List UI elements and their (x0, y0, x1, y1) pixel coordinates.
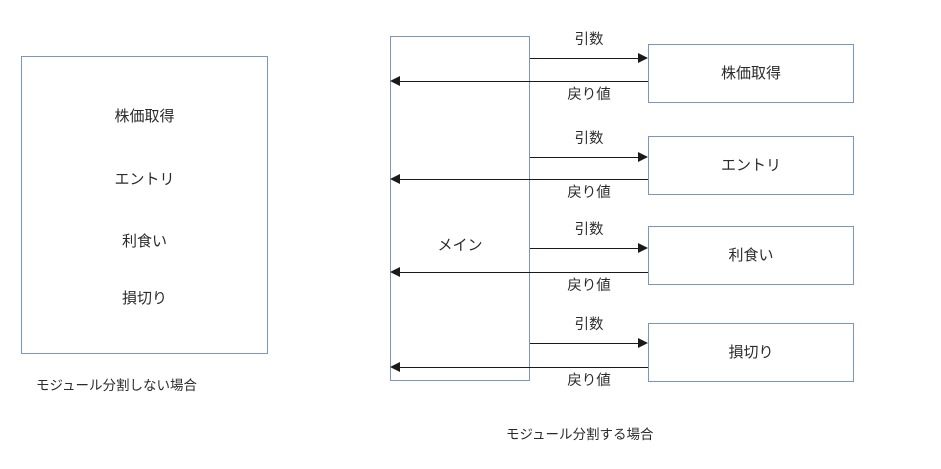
call-arrow-line-0 (530, 58, 638, 59)
call-arrow-line-2 (530, 248, 638, 249)
return-arrow-head-0 (390, 76, 400, 86)
call-arrow-head-0 (638, 53, 648, 63)
module-box-2: 利食い (648, 226, 854, 285)
call-arrow-line-3 (530, 343, 638, 344)
call-arrow-head-3 (638, 338, 648, 348)
module-label-1: エントリ (720, 157, 781, 174)
main-module-box: メイン (390, 36, 530, 381)
module-box-0: 株価取得 (648, 44, 854, 103)
monolithic-item-0: 株価取得 (114, 108, 175, 125)
module-box-1: エントリ (648, 136, 854, 195)
return-arrow-head-1 (390, 174, 400, 184)
return-arrow-line-2 (400, 272, 648, 273)
return-label-1: 戻り値 (567, 185, 611, 201)
return-arrow-line-3 (400, 367, 648, 368)
module-label-0: 株価取得 (720, 65, 781, 82)
return-label-3: 戻り値 (567, 373, 611, 389)
call-label-0: 引数 (574, 32, 604, 48)
monolithic-program-box: 株価取得 エントリ 利食い 損切り (21, 56, 268, 354)
return-arrow-head-3 (390, 362, 400, 372)
return-arrow-line-1 (400, 179, 648, 180)
call-arrow-head-2 (638, 243, 648, 253)
return-arrow-head-2 (390, 267, 400, 277)
call-label-2: 引数 (574, 222, 604, 238)
main-module-label: メイン (437, 237, 483, 254)
return-arrow-line-0 (400, 81, 648, 82)
monolithic-item-3: 損切り (121, 290, 167, 307)
call-label-1: 引数 (574, 131, 604, 147)
monolithic-caption: モジュール分割しない場合 (36, 378, 198, 393)
call-arrow-line-1 (530, 157, 638, 158)
monolithic-item-1: エントリ (114, 171, 175, 188)
monolithic-item-2: 利食い (121, 233, 167, 250)
call-label-3: 引数 (574, 317, 604, 333)
return-label-0: 戻り値 (567, 87, 611, 103)
module-label-3: 損切り (728, 344, 774, 361)
module-label-2: 利食い (728, 247, 774, 264)
call-arrow-head-1 (638, 152, 648, 162)
return-label-2: 戻り値 (567, 278, 611, 294)
module-box-3: 損切り (648, 323, 854, 382)
modular-caption: モジュール分割する場合 (506, 427, 654, 442)
